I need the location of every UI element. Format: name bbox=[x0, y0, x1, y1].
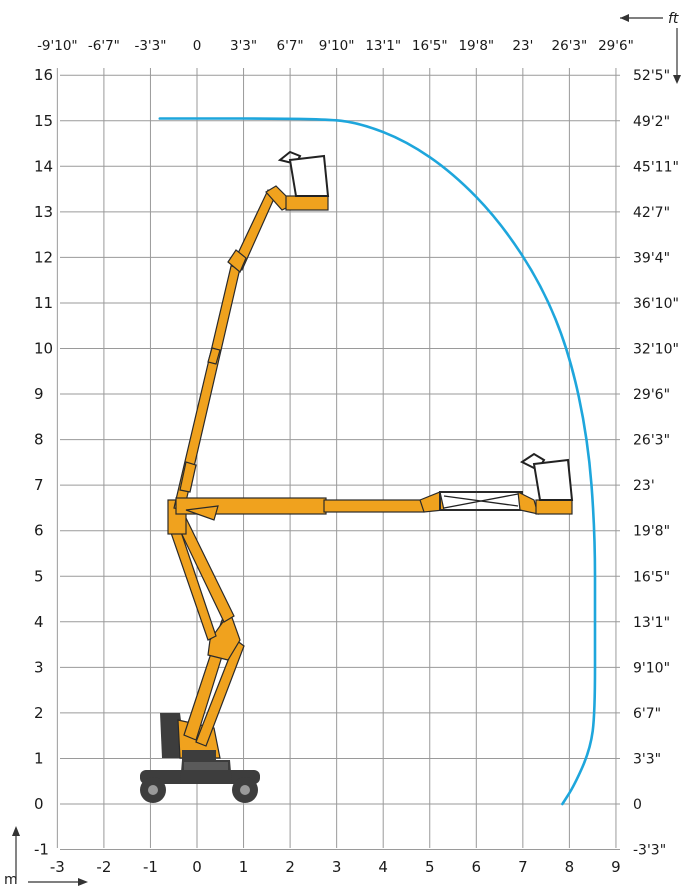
y-tick-ft: 42'7" bbox=[633, 205, 670, 221]
y-tick-ft: 26'3" bbox=[633, 433, 670, 449]
y-tick-m: 16 bbox=[34, 66, 53, 84]
x-tick-ft: 0 bbox=[193, 38, 202, 54]
y-tick-m: 0 bbox=[34, 795, 44, 813]
y-tick-ft: 29'6" bbox=[633, 387, 670, 403]
x-tick-ft: -6'7" bbox=[88, 38, 120, 54]
y-tick-ft: 52'5" bbox=[633, 68, 670, 84]
lower-arms bbox=[167, 499, 245, 747]
x-tick-m: 2 bbox=[285, 858, 295, 876]
y-tick-ft: 23' bbox=[633, 478, 655, 494]
rear-wheel bbox=[140, 777, 166, 803]
arrow-left-head-icon bbox=[620, 14, 629, 22]
x-tick-m: -1 bbox=[143, 858, 158, 876]
m-unit-annotation: m bbox=[4, 826, 88, 888]
x-tick-ft: 9'10" bbox=[319, 38, 355, 54]
x-tick-ft: 23' bbox=[512, 38, 533, 54]
y-tick-m: 11 bbox=[34, 294, 53, 312]
x-tick-m: 0 bbox=[192, 858, 202, 876]
x-tick-ft: 13'1" bbox=[365, 38, 401, 54]
x-tick-ft: 3'3" bbox=[230, 38, 257, 54]
y-tick-ft: 39'4" bbox=[633, 250, 670, 266]
x-tick-ft: -3'3" bbox=[134, 38, 166, 54]
y-tick-m: 6 bbox=[34, 522, 44, 540]
main-boom-horizontal bbox=[175, 452, 574, 521]
y-tick-m: 10 bbox=[34, 340, 53, 358]
y-tick-m: 1 bbox=[34, 749, 44, 767]
ft-unit-annotation: ft bbox=[620, 11, 681, 84]
y-tick-ft: 45'11" bbox=[633, 159, 679, 175]
x-tick-ft: 6'7" bbox=[277, 38, 304, 54]
x-tick-m: 9 bbox=[611, 858, 621, 876]
y-tick-m: 5 bbox=[34, 567, 44, 585]
y-tick-m: 14 bbox=[34, 157, 53, 175]
x-tick-m: 3 bbox=[332, 858, 342, 876]
x-tick-ft: -9'10" bbox=[37, 38, 78, 54]
y-tick-m: 15 bbox=[34, 112, 53, 130]
ft-unit-label: ft bbox=[668, 11, 679, 27]
working-envelope-curve bbox=[158, 117, 597, 806]
x-axis-m-labels: -3 -2 -1 0 1 2 3 4 5 6 7 8 9 bbox=[50, 858, 621, 876]
y-tick-m: 12 bbox=[34, 248, 53, 266]
x-axis-ft-labels: -9'10" -6'7" -3'3" 0 3'3" 6'7" 9'10" 13'1" 16'5"… bbox=[37, 38, 634, 54]
x-tick-ft: 16'5" bbox=[412, 38, 448, 54]
arrow-up-head-icon bbox=[12, 826, 20, 836]
y-axis-ft-labels: -3'3" 0 3'3" 6'7" 9'10" 13'1" 16'5" 19'8" 23' 26'… bbox=[633, 68, 679, 858]
articulated-boom-lift-icon bbox=[140, 150, 574, 803]
y-tick-m: 9 bbox=[34, 385, 44, 403]
y-tick-m: 7 bbox=[34, 476, 44, 494]
y-tick-m: -1 bbox=[34, 841, 49, 859]
y-tick-m: 13 bbox=[34, 203, 53, 221]
y-tick-ft: 49'2" bbox=[633, 114, 670, 130]
y-tick-ft: 16'5" bbox=[633, 569, 670, 585]
x-tick-ft: 29'6" bbox=[598, 38, 634, 54]
y-tick-ft: 13'1" bbox=[633, 615, 670, 631]
x-tick-m: 7 bbox=[518, 858, 528, 876]
x-tick-m: 1 bbox=[239, 858, 249, 876]
y-tick-ft: 0 bbox=[633, 797, 642, 813]
y-tick-m: 4 bbox=[34, 613, 44, 631]
x-tick-ft: 26'3" bbox=[552, 38, 588, 54]
front-wheel bbox=[232, 777, 258, 803]
arrow-down-head-icon bbox=[673, 75, 681, 84]
x-tick-m: -3 bbox=[50, 858, 65, 876]
y-tick-ft: 19'8" bbox=[633, 524, 670, 540]
y-tick-m: 2 bbox=[34, 704, 44, 722]
y-tick-m: 8 bbox=[34, 431, 44, 449]
chassis bbox=[140, 760, 260, 803]
y-tick-ft: 32'10" bbox=[633, 342, 679, 358]
x-tick-m: -2 bbox=[96, 858, 111, 876]
x-tick-ft: 19'8" bbox=[458, 38, 494, 54]
y-tick-m: 3 bbox=[34, 658, 44, 676]
x-tick-m: 4 bbox=[378, 858, 388, 876]
x-tick-m: 6 bbox=[472, 858, 482, 876]
arrow-right-head-icon bbox=[78, 878, 88, 886]
y-tick-ft: -3'3" bbox=[633, 843, 666, 859]
x-tick-m: 5 bbox=[425, 858, 435, 876]
y-tick-ft: 6'7" bbox=[633, 706, 661, 722]
main-boom-elevated bbox=[173, 150, 330, 511]
x-tick-m: 8 bbox=[565, 858, 575, 876]
y-tick-ft: 36'10" bbox=[633, 296, 679, 312]
grid-lines bbox=[56, 68, 620, 851]
y-tick-ft: 9'10" bbox=[633, 660, 670, 676]
m-unit-label: m bbox=[4, 872, 18, 888]
y-tick-ft: 3'3" bbox=[633, 751, 661, 767]
